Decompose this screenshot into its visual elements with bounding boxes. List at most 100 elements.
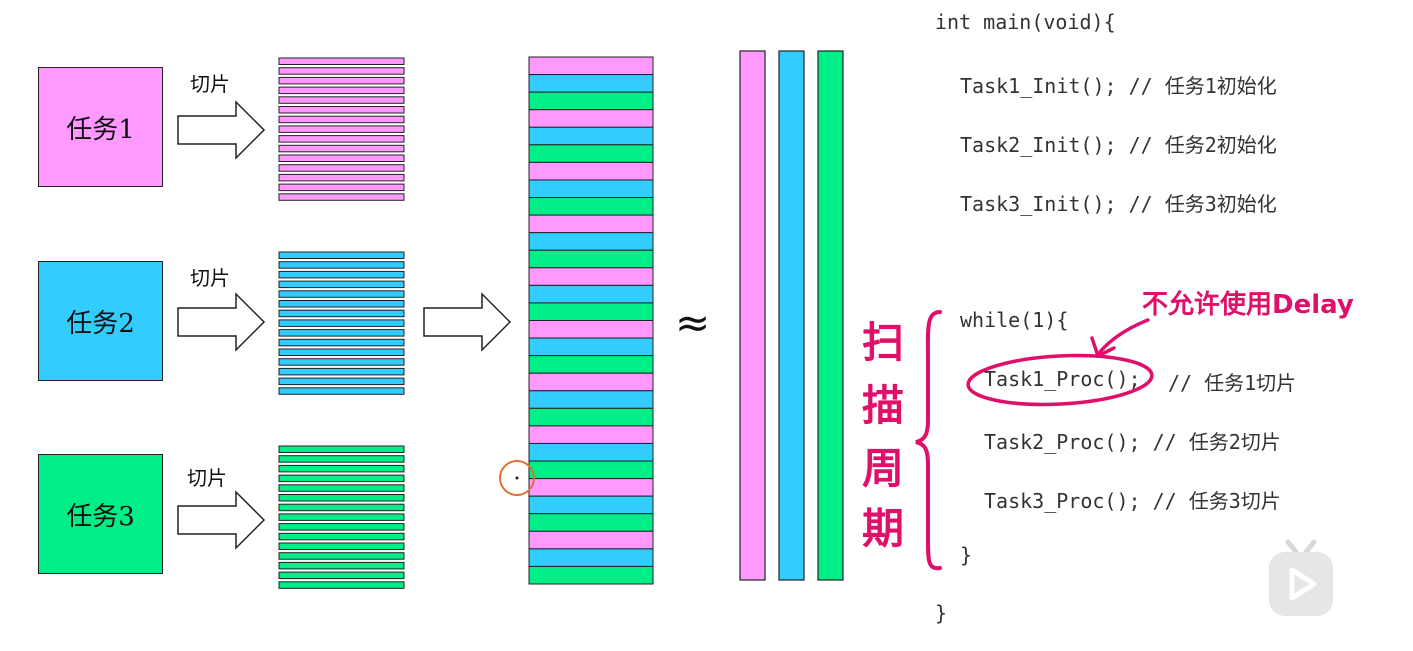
task-box-1: 任务1 <box>38 67 163 187</box>
code-line-proc1-comment: // 任务1切片 <box>1168 371 1297 395</box>
slice-bar-task2 <box>278 270 405 279</box>
interleaved-slice <box>528 144 654 163</box>
code-line-while: while(1){ <box>960 308 1069 332</box>
interleaved-slice <box>528 337 654 357</box>
slice-bar-task1 <box>278 173 405 182</box>
interleaved-slice <box>528 109 654 128</box>
interleaved-slice <box>528 548 654 567</box>
annotation-arrow <box>1098 318 1150 354</box>
task-bar-2 <box>778 50 805 581</box>
slice-bar-task1 <box>278 67 405 75</box>
slice-label-3: 切片 <box>187 466 227 490</box>
slice-bar-task2 <box>278 329 405 337</box>
slice-bar-task1 <box>278 135 405 143</box>
interleaved-slice <box>528 284 654 304</box>
scan-cycle-char-4: 期 <box>862 504 905 553</box>
slice-bar-task1 <box>278 144 405 153</box>
slice-bar-task2 <box>278 300 405 308</box>
slice-bar-task3 <box>278 455 405 463</box>
interleaved-slice <box>528 320 654 339</box>
arrow-task3 <box>177 490 266 550</box>
play-icon <box>1269 539 1333 616</box>
slice-bar-task2 <box>278 338 405 347</box>
slice-bar-task3 <box>278 484 405 492</box>
slice-bar-task2 <box>278 348 405 356</box>
interleaved-slice <box>528 232 654 251</box>
interleaved-slice <box>528 249 654 269</box>
interleaved-slice <box>528 267 654 286</box>
interleaved-slice <box>528 478 654 497</box>
cursor-ring <box>499 460 535 496</box>
interleaved-slice <box>528 460 654 480</box>
slice-bar-task2 <box>278 377 405 386</box>
task-bar-3 <box>817 50 844 581</box>
slice-bar-task1 <box>278 86 405 95</box>
slice-bar-task1 <box>278 76 405 85</box>
code-line-init2: Task2_Init(); // 任务2初始化 <box>960 133 1277 157</box>
slice-bar-task1 <box>278 57 405 65</box>
interleaved-slice <box>528 197 654 216</box>
slice-bar-task3 <box>278 513 405 521</box>
cursor-dot <box>515 476 519 480</box>
code-line-proc2: Task2_Proc(); // 任务2切片 <box>984 430 1281 454</box>
code-line-proc3: Task3_Proc(); // 任务3切片 <box>984 489 1281 513</box>
arrow-task2 <box>177 292 266 352</box>
interleaved-slice <box>528 74 654 93</box>
slice-bar-task2 <box>278 367 405 376</box>
interleaved-slice <box>528 372 654 392</box>
scan-cycle-brace <box>915 310 942 571</box>
slice-bar-task2 <box>278 261 405 269</box>
no-delay-annotation: 不允许使用Delay <box>1142 290 1354 320</box>
task-label-2: 任务2 <box>66 308 135 339</box>
slice-bar-task2 <box>278 309 405 318</box>
slice-bar-task2 <box>278 358 405 366</box>
code-line-while-close: } <box>960 543 973 567</box>
slice-label-2: 切片 <box>190 266 230 290</box>
slice-bar-task3 <box>278 464 405 473</box>
slice-bar-task3 <box>278 581 405 589</box>
slice-bar-task3 <box>278 445 405 453</box>
approx-symbol: ≈ <box>675 298 711 347</box>
slice-bar-task3 <box>278 474 405 483</box>
interleaved-slice <box>528 565 654 585</box>
slice-bar-task3 <box>278 561 405 570</box>
slice-bar-task3 <box>278 532 405 541</box>
slice-bar-task2 <box>278 319 405 327</box>
interleaved-slice <box>528 530 654 550</box>
slice-bar-task3 <box>278 552 405 560</box>
task-label-1: 任务1 <box>66 114 135 145</box>
slice-bar-task2 <box>278 251 405 259</box>
scan-cycle-char-3: 周 <box>862 444 905 493</box>
slice-bar-task2 <box>278 280 405 289</box>
slice-label-1: 切片 <box>190 72 230 96</box>
interleaved-slice <box>528 425 654 444</box>
interleaved-slice <box>528 161 654 181</box>
slice-bar-task2 <box>278 387 405 395</box>
slice-bar-task3 <box>278 523 405 531</box>
code-line-main-close: } <box>935 601 948 625</box>
interleaved-slice <box>528 214 654 234</box>
interleaved-slice <box>528 179 654 199</box>
task-box-2: 任务2 <box>38 261 163 381</box>
code-line-proc1-call: Task1_Proc(); <box>984 367 1141 391</box>
code-line-main: int main(void){ <box>935 10 1116 34</box>
play-button[interactable] <box>1266 528 1336 620</box>
interleaved-slice <box>528 495 654 515</box>
slice-bar-task1 <box>278 154 405 162</box>
slice-bar-task1 <box>278 193 405 201</box>
task-box-3: 任务3 <box>38 454 163 574</box>
interleaved-slice <box>528 302 654 321</box>
interleaved-slice <box>528 442 654 462</box>
task-bar-1 <box>739 50 766 581</box>
slice-bar-task1 <box>278 164 405 172</box>
interleaved-slice <box>528 513 654 532</box>
code-line-init3: Task3_Init(); // 任务3初始化 <box>960 192 1277 216</box>
slice-bar-task1 <box>278 115 405 124</box>
arrow-merge <box>423 292 512 352</box>
slice-bar-task3 <box>278 571 405 580</box>
interleaved-slice <box>528 91 654 111</box>
task-label-3: 任务3 <box>66 501 135 532</box>
slice-bar-task1 <box>278 106 405 114</box>
